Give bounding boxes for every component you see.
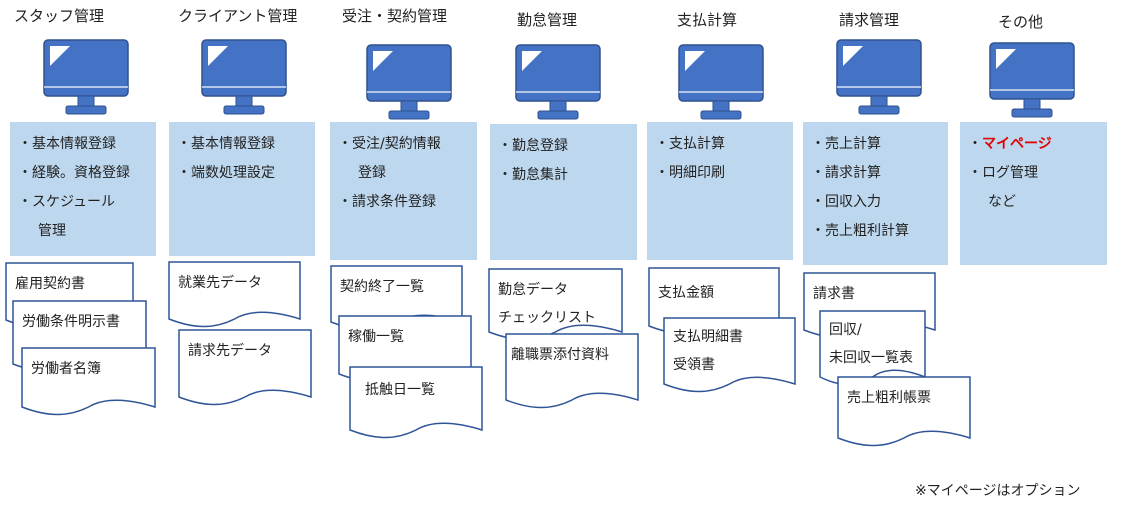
bullet: ・ — [968, 136, 982, 152]
document-label: 抵触日一覧 — [365, 382, 435, 398]
column-title-contract: 受注・契約管理 — [342, 7, 448, 25]
function-item: 管理 — [38, 223, 66, 239]
footnote: ※マイページはオプション — [915, 483, 1081, 499]
function-item: ・回収入力 — [811, 194, 881, 210]
column-title-payment: 支払計算 — [677, 11, 738, 29]
function-item: ・請求条件登録 — [338, 194, 436, 210]
document-label: 労働条件明示書 — [22, 314, 120, 330]
function-box-staff: ・基本情報登録 ・経験。資格登録 ・スケジュール 管理 — [10, 122, 156, 256]
document-label: 売上粗利帳票 — [847, 390, 931, 406]
function-item: ・明細印刷 — [655, 165, 725, 181]
function-item: ・基本情報登録 — [177, 136, 275, 152]
document-workplace-data: 就業先データ — [168, 261, 301, 329]
document-worker-register: 労働者名簿 — [21, 347, 156, 417]
function-item: ・基本情報登録 — [18, 136, 116, 152]
monitor-icon — [835, 38, 923, 118]
document-contract-end-list: 契約終了一覧 — [330, 265, 463, 332]
function-box-payment: ・支払計算 ・明細印刷 — [647, 122, 793, 260]
column-title-other: その他 — [998, 13, 1044, 31]
column-title-attendance: 勤怠管理 — [517, 11, 578, 29]
document-label: 離職票添付資料 — [511, 347, 609, 363]
function-item: など — [988, 194, 1016, 210]
function-item: ・マイページ — [968, 130, 1101, 159]
monitor-icon — [514, 43, 602, 123]
document-label: 支払金額 — [658, 285, 714, 301]
document-label: 勤怠データ チェックリスト — [498, 276, 617, 332]
monitor-icon — [200, 38, 288, 118]
monitor-icon — [677, 43, 765, 123]
document-line: 受領書 — [673, 357, 715, 373]
document-label: 請求先データ — [188, 343, 272, 359]
document-label: 支払明細書 受領書 — [673, 323, 790, 379]
document-attendance-data: 勤怠データ チェックリスト — [488, 268, 623, 342]
function-box-attendance: ・勤怠登録 ・勤怠集計 — [490, 124, 637, 260]
column-title-client: クライアント管理 — [178, 7, 298, 25]
function-item: 登録 — [358, 165, 386, 181]
function-item: ・支払計算 — [655, 136, 725, 152]
column-title-billing: 請求管理 — [839, 11, 900, 29]
column-title-staff: スタッフ管理 — [14, 7, 105, 25]
function-item: ・勤怠登録 — [498, 138, 568, 154]
document-payment-statement: 支払明細書 受領書 — [663, 317, 796, 394]
monitor-icon — [42, 38, 130, 118]
function-box-client: ・基本情報登録 ・端数処理設定 — [169, 122, 315, 256]
function-item: ・経験。資格登録 — [18, 165, 130, 181]
function-item: ・売上粗利計算 — [811, 223, 909, 239]
function-box-other: ・マイページ ・ログ管理 など — [960, 122, 1107, 265]
document-line: 勤怠データ — [498, 282, 568, 298]
document-label: 回収/ 未回収一覧表 — [829, 316, 920, 372]
document-label: 契約終了一覧 — [340, 279, 424, 295]
document-line: チェックリスト — [498, 310, 596, 326]
document-billing-data: 請求先データ — [178, 329, 312, 407]
function-item: ・請求計算 — [811, 165, 881, 181]
function-item: ・受注/契約情報 — [338, 136, 441, 152]
function-box-contract: ・受注/契約情報 登録 ・請求条件登録 — [330, 122, 477, 260]
document-label: 請求書 — [813, 286, 855, 302]
monitor-icon — [365, 43, 453, 123]
document-sales-margin-report: 売上粗利帳票 — [837, 376, 971, 448]
document-line: 未回収一覧表 — [829, 350, 913, 366]
document-separation-attachment: 離職票添付資料 — [505, 333, 639, 410]
monitor-icon — [988, 41, 1076, 121]
document-label: 労働者名簿 — [31, 361, 101, 377]
document-label: 雇用契約書 — [15, 276, 85, 292]
document-label: 就業先データ — [178, 275, 262, 291]
function-item: ・勤怠集計 — [498, 167, 568, 183]
document-line: 支払明細書 — [673, 329, 743, 345]
document-line: 回収/ — [829, 322, 862, 338]
function-item: ・ログ管理 — [968, 165, 1038, 181]
function-item: ・売上計算 — [811, 136, 881, 152]
function-box-billing: ・売上計算 ・請求計算 ・回収入力 ・売上粗利計算 — [803, 122, 948, 265]
document-label: 稼働一覧 — [348, 329, 404, 345]
mypage-label: マイページ — [982, 136, 1052, 152]
function-item: ・端数処理設定 — [177, 165, 275, 181]
function-item: ・スケジュール — [18, 194, 116, 210]
document-conflict-date-list: 抵触日一覧 — [349, 366, 483, 440]
